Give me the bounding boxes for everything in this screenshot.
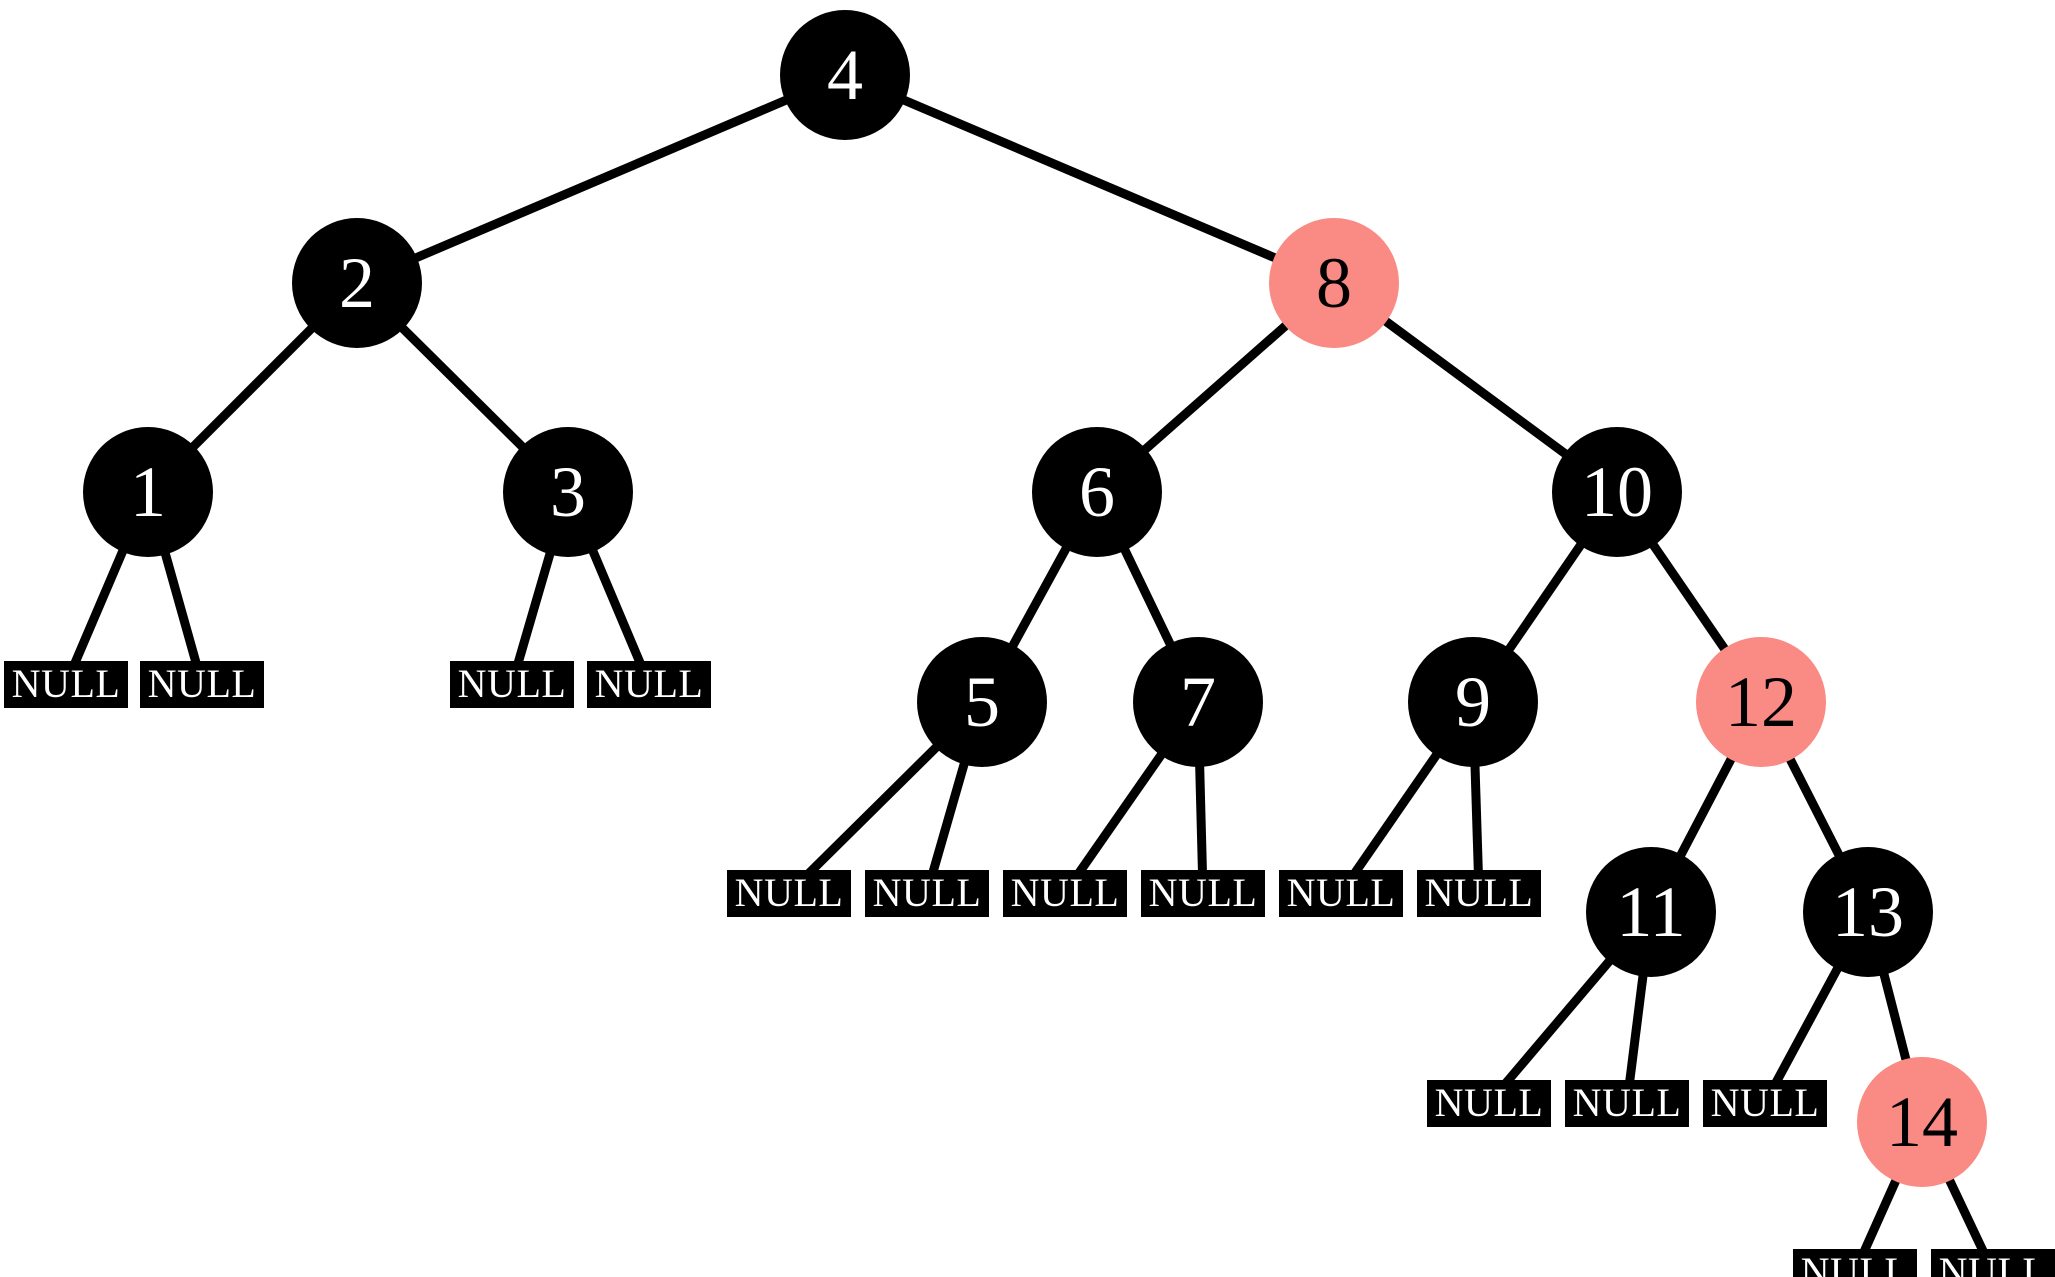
null-leaf: NULL — [587, 660, 711, 708]
null-leaf: NULL — [727, 869, 851, 917]
tree-node-13[interactable]: 13 — [1803, 847, 1933, 977]
tree-node-1[interactable]: 1 — [83, 427, 213, 557]
null-leaf: NULL — [1703, 1079, 1827, 1127]
null-leaf: NULL — [1931, 1248, 2055, 1277]
null-leaf: NULL — [1417, 869, 1541, 917]
tree-node-8[interactable]: 8 — [1269, 218, 1399, 348]
tree-node-5[interactable]: 5 — [917, 637, 1047, 767]
tree-node-11[interactable]: 11 — [1586, 847, 1716, 977]
null-leaf: NULL — [4, 660, 128, 708]
tree-node-7[interactable]: 7 — [1133, 637, 1263, 767]
null-leaf: NULL — [1427, 1079, 1551, 1127]
null-leaf: NULL — [1793, 1248, 1917, 1277]
null-leaf: NULL — [1003, 869, 1127, 917]
null-leaf: NULL — [1141, 869, 1265, 917]
tree-node-14[interactable]: 14 — [1857, 1057, 1987, 1187]
tree-edge-n4-n8 — [843, 70, 1336, 288]
null-leaf: NULL — [1565, 1079, 1689, 1127]
null-leaf: NULL — [450, 660, 574, 708]
tree-edge-n4-n2 — [355, 70, 847, 288]
tree-node-4[interactable]: 4 — [780, 10, 910, 140]
tree-node-3[interactable]: 3 — [503, 427, 633, 557]
null-leaf: NULL — [1279, 869, 1403, 917]
tree-node-6[interactable]: 6 — [1032, 427, 1162, 557]
tree-node-9[interactable]: 9 — [1408, 637, 1538, 767]
tree-node-10[interactable]: 10 — [1552, 427, 1682, 557]
tree-node-12[interactable]: 12 — [1696, 637, 1826, 767]
null-leaf: NULL — [140, 660, 264, 708]
tree-node-2[interactable]: 2 — [292, 218, 422, 348]
null-leaf: NULL — [865, 869, 989, 917]
